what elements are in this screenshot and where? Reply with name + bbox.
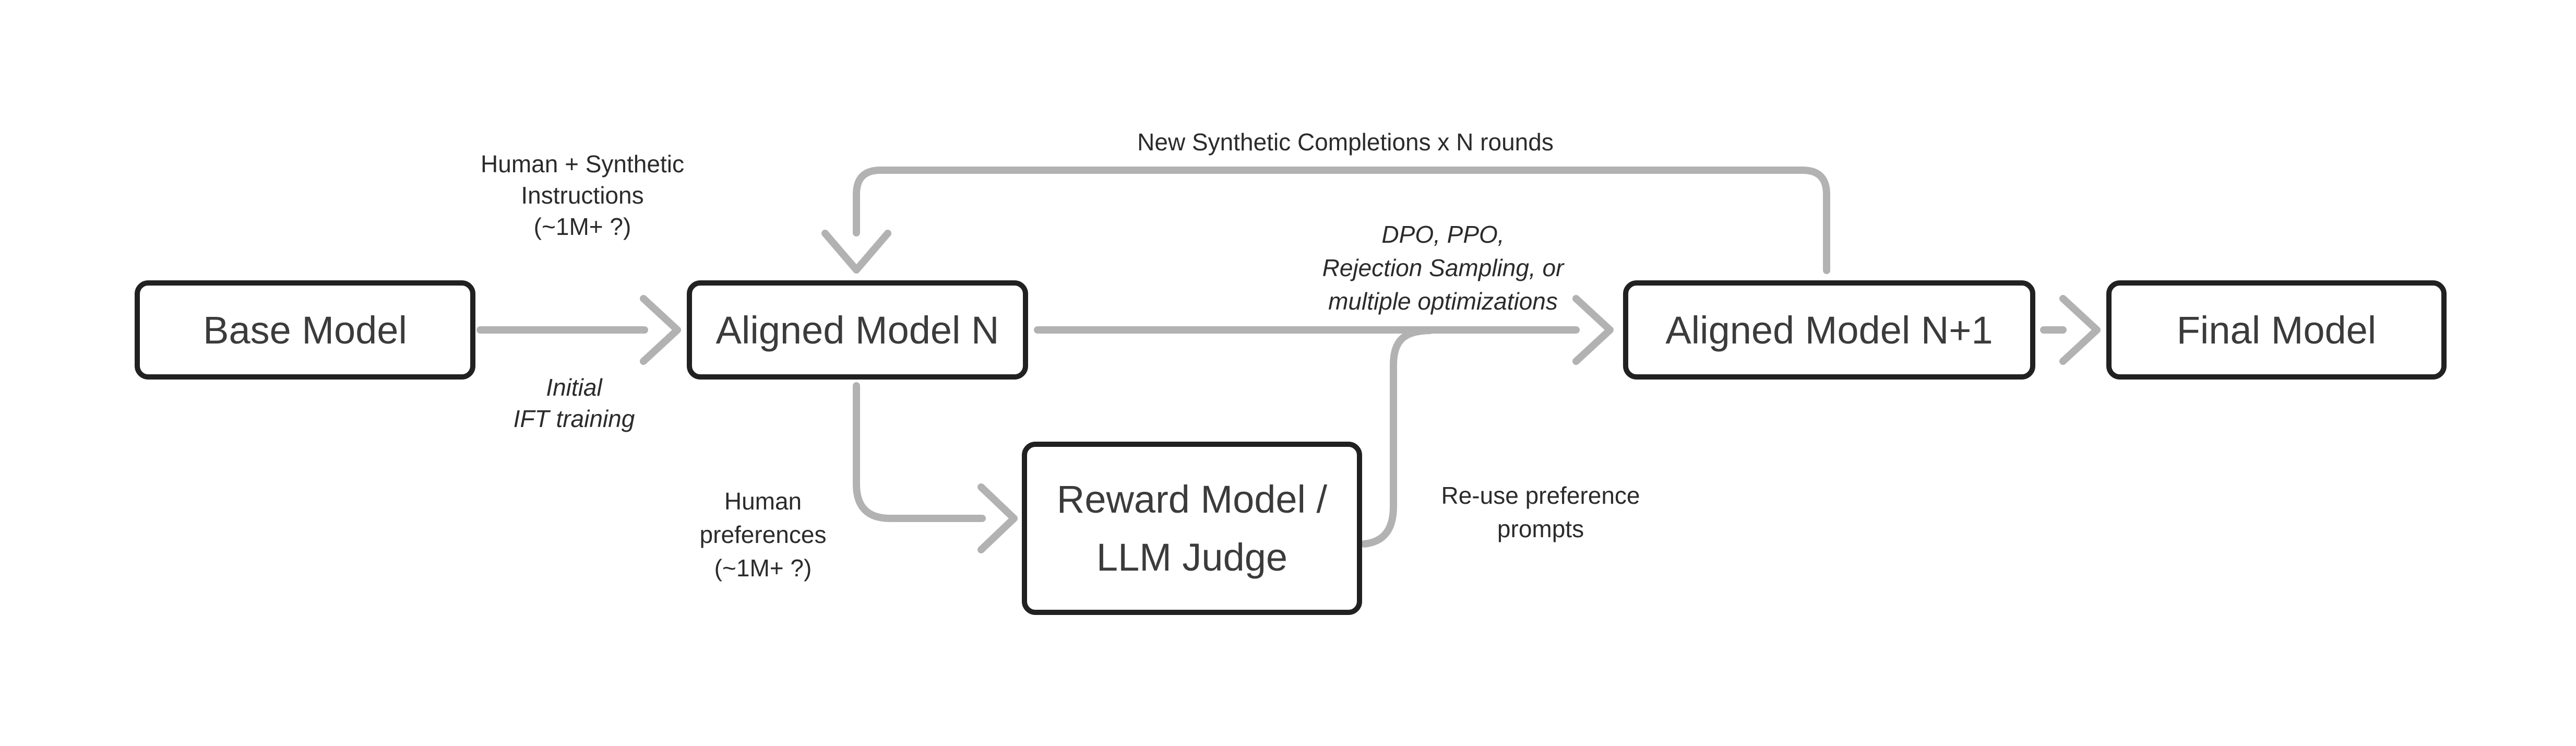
loop-n1-back-to-n-line [853,167,1830,274]
box-reward-model-llm-judge: Reward Model /LLM Judge [1022,442,1362,615]
box-aligned-model-n1-label: Aligned Model N+1 [1665,308,1993,352]
box-base-model-label: Base Model [203,308,407,352]
box-aligned-model-n1: Aligned Model N+1 [1623,280,2035,380]
arrow-n1-to-final-head [2059,295,2101,365]
box-final-model: Final Model [2106,280,2447,380]
loop-n1-back-to-n-head [821,230,891,274]
box-aligned-model-n-label: Aligned Model N [715,308,999,352]
box-aligned-model-n: Aligned Model N [687,280,1028,380]
box-base-model: Base Model [135,280,475,380]
note-new-synthetic-completions: New Synthetic Completions x N rounds [1137,128,1554,156]
box-final-model-label: Final Model [2176,308,2377,352]
arrow-aligned-n-to-reward-line [853,382,986,522]
arrow-aligned-n-to-reward-head [977,483,1018,553]
connector-reward-to-main-arrow [1361,327,1434,548]
box-reward-model-llm-judge-label: Reward Model /LLM Judge [1056,478,1328,579]
arrow-base-to-aligned-n-head [640,295,681,365]
arrow-aligned-n-to-n1-head [1572,295,1614,365]
